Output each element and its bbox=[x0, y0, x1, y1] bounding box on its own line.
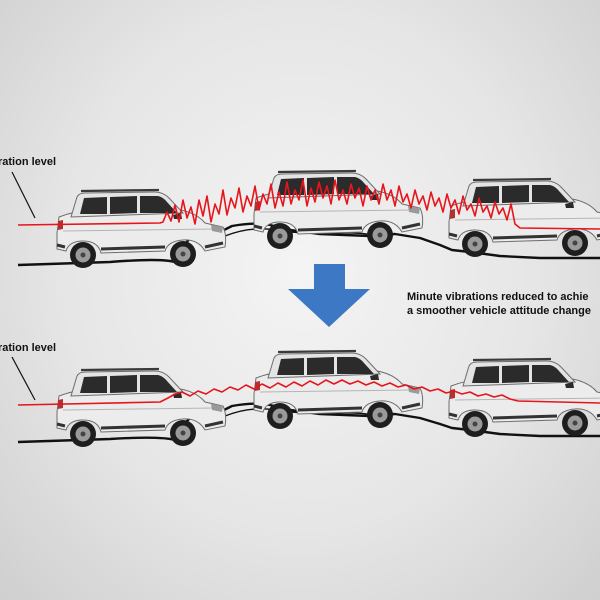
caption-line: Minute vibrations reduced to achie bbox=[407, 291, 589, 303]
vibration-level-label: ration level bbox=[0, 156, 57, 168]
vibration-level-label: ration level bbox=[0, 342, 57, 354]
down-arrow-icon bbox=[288, 264, 370, 327]
suv-icon bbox=[447, 357, 600, 439]
caption: Minute vibrations reduced to achie a smo… bbox=[407, 290, 591, 318]
top-scene bbox=[11, 169, 600, 270]
suv-icon bbox=[55, 188, 228, 270]
suv-icon bbox=[252, 349, 425, 431]
vibration-line bbox=[17, 179, 600, 230]
suv-icon bbox=[252, 169, 425, 251]
road-line bbox=[17, 402, 600, 444]
label-pointer bbox=[11, 171, 36, 219]
suv-icon bbox=[447, 177, 600, 259]
suv-icon bbox=[55, 367, 228, 449]
label-pointer bbox=[11, 356, 36, 401]
caption-line: a smoother vehicle attitude change bbox=[407, 305, 591, 317]
vibration-line bbox=[17, 379, 600, 406]
road-line bbox=[17, 222, 600, 267]
bottom-scene bbox=[11, 349, 600, 449]
